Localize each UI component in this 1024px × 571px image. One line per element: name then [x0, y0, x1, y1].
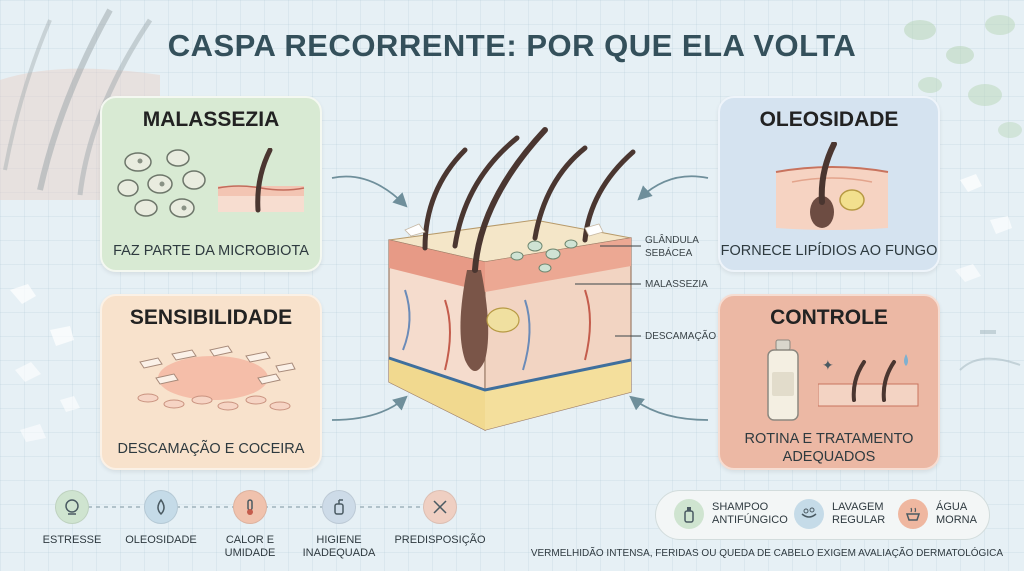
card-sensibilidade: SENSIBILIDADE DESCAMAÇÃO E COCEIRA — [100, 294, 322, 470]
card-caption: DESCAMAÇÃO E COCEIRA — [117, 441, 305, 457]
tip-label-line1: LAVAGEM — [832, 501, 884, 513]
bottle-icon — [674, 499, 704, 529]
factor-label-line2: INADEQUADA — [302, 547, 376, 559]
factor-predisposicao: PREDISPOSIÇÃO — [385, 490, 495, 547]
thermometer-icon — [233, 490, 267, 524]
arrow-sensibilidade — [331, 395, 408, 421]
label-gland-line2: SEBÁCEA — [645, 248, 693, 259]
label-malassezia: MALASSEZIA — [645, 279, 708, 290]
card-oleosidade: OLEOSIDADE FORNECE LIPÍDIOS AO FUNGO — [718, 96, 940, 272]
tip-label-line2: REGULAR — [832, 514, 886, 526]
factor-label-line2: UMIDADE — [224, 547, 276, 559]
card-controle: CONTROLE ✦ ROTINA E TRATAMENTO ADEQUADOS — [718, 294, 940, 470]
dna-icon — [423, 490, 457, 524]
svg-text:✦: ✦ — [822, 358, 834, 374]
arrow-oleosidade — [637, 175, 709, 201]
drop-icon — [144, 490, 178, 524]
card-caption-line2: ADEQUADOS — [782, 449, 876, 465]
tip-label-line2: ANTIFÚNGICO — [712, 514, 788, 526]
wash-icon — [794, 499, 824, 529]
tip-label-line1: ÁGUA — [936, 501, 968, 513]
head-icon — [55, 490, 89, 524]
background-flakes-right — [955, 174, 1021, 371]
label-gland-line1: GLÂNDULA — [645, 235, 699, 246]
healthy-scalp-illustration: ✦ — [818, 354, 919, 407]
card-caption: FORNECE LIPÍDIOS AO FUNGO — [720, 243, 938, 259]
skin-hair-illustration — [218, 148, 305, 213]
yeast-cells-illustration — [117, 149, 206, 218]
factor-calor-umidade: CALOR E UMIDADE — [195, 490, 305, 560]
factor-oleosidade: OLEOSIDADE — [106, 490, 216, 547]
card-title: OLEOSIDADE — [759, 108, 899, 131]
factor-label: PREDISPOSIÇÃO — [394, 534, 486, 546]
page-title: CASPA RECORRENTE: POR QUE ELA VOLTA — [167, 28, 857, 63]
shampoo-bottle-icon — [322, 490, 356, 524]
tip-label-line1: SHAMPOO — [712, 501, 769, 513]
arrow-controle — [629, 395, 709, 421]
footer-warning: VERMELHIDÃO INTENSA, FERIDAS OU QUEDA DE… — [530, 548, 1003, 559]
arrow-malassezia — [331, 175, 408, 208]
card-title: SENSIBILIDADE — [129, 306, 293, 329]
sebaceous-gland-illustration — [775, 142, 889, 230]
card-title: MALASSEZIA — [142, 108, 280, 131]
warm-water-icon — [898, 499, 928, 529]
factor-estresse: ESTRESSE — [17, 490, 127, 547]
factor-label: ESTRESSE — [42, 534, 102, 546]
factor-higiene: HIGIENE INADEQUADA — [284, 490, 394, 560]
factor-label-line1: HIGIENE — [316, 534, 362, 546]
card-malassezia: MALASSEZIA FAZ PARTE DA MICROBIOTA — [100, 96, 322, 272]
shampoo-bottle-illustration — [767, 339, 799, 421]
tip-label-line2: MORNA — [936, 514, 977, 526]
card-caption-line1: ROTINA E TRATAMENTO — [744, 431, 914, 447]
card-title: CONTROLE — [770, 306, 888, 329]
factor-label: OLEOSIDADE — [125, 534, 197, 546]
background-cells-illustration — [904, 15, 1022, 138]
irritated-skin-illustration — [137, 345, 296, 411]
factor-label-line1: CALOR E — [225, 534, 275, 546]
card-caption: FAZ PARTE DA MICROBIOTA — [113, 243, 309, 259]
background-flakes-left — [10, 284, 80, 442]
scalp-cross-section-diagram — [388, 127, 641, 431]
label-descamacao: DESCAMAÇÃO — [645, 331, 717, 342]
